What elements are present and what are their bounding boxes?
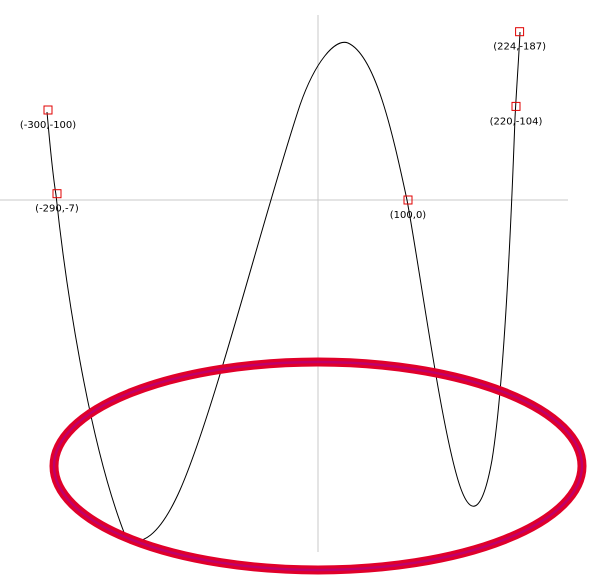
- control-points: (-300,-100) (-290,-7) (100,0) (220,-104) (22…: [20, 27, 546, 221]
- control-point-label: (220,-104): [490, 116, 543, 127]
- highlight-ellipse: [49, 357, 587, 575]
- control-point-label: (224,-187): [493, 42, 546, 53]
- axes: [0, 15, 568, 552]
- control-point-marker[interactable]: [515, 27, 525, 37]
- control-point-marker[interactable]: [43, 105, 53, 115]
- spline-curve: [46, 31, 521, 541]
- control-point-label: (100,0): [390, 210, 427, 221]
- control-point-label: (-290,-7): [35, 204, 79, 215]
- control-point-label: (-300,-100): [20, 120, 76, 131]
- control-point-marker[interactable]: [403, 195, 413, 205]
- control-point-marker[interactable]: [52, 189, 62, 199]
- control-point-marker[interactable]: [511, 101, 521, 111]
